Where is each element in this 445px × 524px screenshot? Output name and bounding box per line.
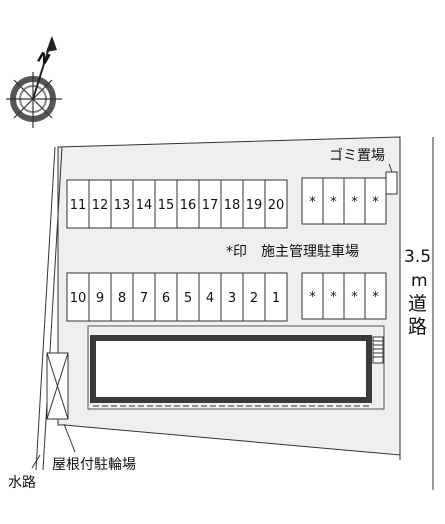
road-unit-label: m	[411, 271, 428, 291]
road-label-char-2: 路	[408, 316, 427, 338]
bicycle-leader	[63, 423, 76, 453]
road-label-char-1: 道	[408, 293, 427, 315]
waterway-label: 水路	[8, 475, 36, 491]
parking-stall-label: 5	[184, 291, 192, 306]
waterway-line-outer	[35, 146, 56, 471]
parking-row-bottom-owner: * * * *	[301, 272, 387, 320]
road-width-label: 3.5	[404, 247, 431, 267]
parking-row-top-owner: * * * *	[301, 177, 387, 225]
parking-stall-label: 11	[70, 198, 87, 213]
parking-stall-label: *	[309, 195, 316, 210]
parking-stall-label: 16	[180, 198, 197, 213]
parking-stall-label: *	[330, 195, 337, 210]
parking-stall-label: 15	[158, 198, 175, 213]
trash-label: ゴミ置場	[329, 147, 385, 164]
parking-stall-label: 4	[206, 291, 214, 306]
parking-stall-label: *	[372, 195, 379, 210]
parking-stall-label: *	[309, 290, 316, 305]
compass-icon	[6, 36, 62, 128]
parking-stall-label: *	[351, 290, 358, 305]
bicycle-parking-cross-b	[46, 352, 69, 420]
parking-stall-label: 6	[162, 291, 170, 306]
parking-stall-label: 14	[136, 198, 153, 213]
parking-stall-label: 1	[272, 291, 280, 306]
parking-stall-label: 20	[268, 198, 285, 213]
stairs	[372, 336, 384, 364]
building	[90, 335, 372, 403]
parking-stall-label: *	[351, 195, 358, 210]
compass-north-label: N	[36, 49, 52, 68]
parking-stall-label: 12	[92, 198, 109, 213]
parking-stall-label: 10	[70, 291, 87, 306]
parking-stall-label: 9	[96, 291, 104, 306]
parking-stall-label: 2	[250, 291, 258, 306]
owner-parking-label: *印 施主管理駐車場	[226, 243, 359, 260]
parking-stall-label: 19	[246, 198, 263, 213]
parking-stall	[364, 177, 387, 225]
parking-stall-label: 18	[224, 198, 241, 213]
parking-stall-label: 3	[228, 291, 236, 306]
parking-row-top: 11 12 13 14 15 16 17 18 19 20	[66, 179, 288, 229]
parking-stall-label: *	[330, 290, 337, 305]
parking-stall-label: 13	[114, 198, 131, 213]
parking-stall-label: 8	[118, 291, 126, 306]
parking-stall	[264, 179, 288, 229]
parking-stall	[364, 272, 387, 320]
trash-area	[385, 171, 398, 195]
waterway-line-inner	[42, 146, 63, 471]
trash-leader	[388, 163, 393, 173]
bicycle-parking-label: 屋根付駐輪場	[52, 456, 136, 473]
waterway-leader	[31, 454, 41, 469]
parking-stall	[264, 272, 288, 322]
parking-stall-label: *	[372, 290, 379, 305]
parking-stall-label: 17	[202, 198, 219, 213]
parking-stall-label: 7	[140, 291, 148, 306]
